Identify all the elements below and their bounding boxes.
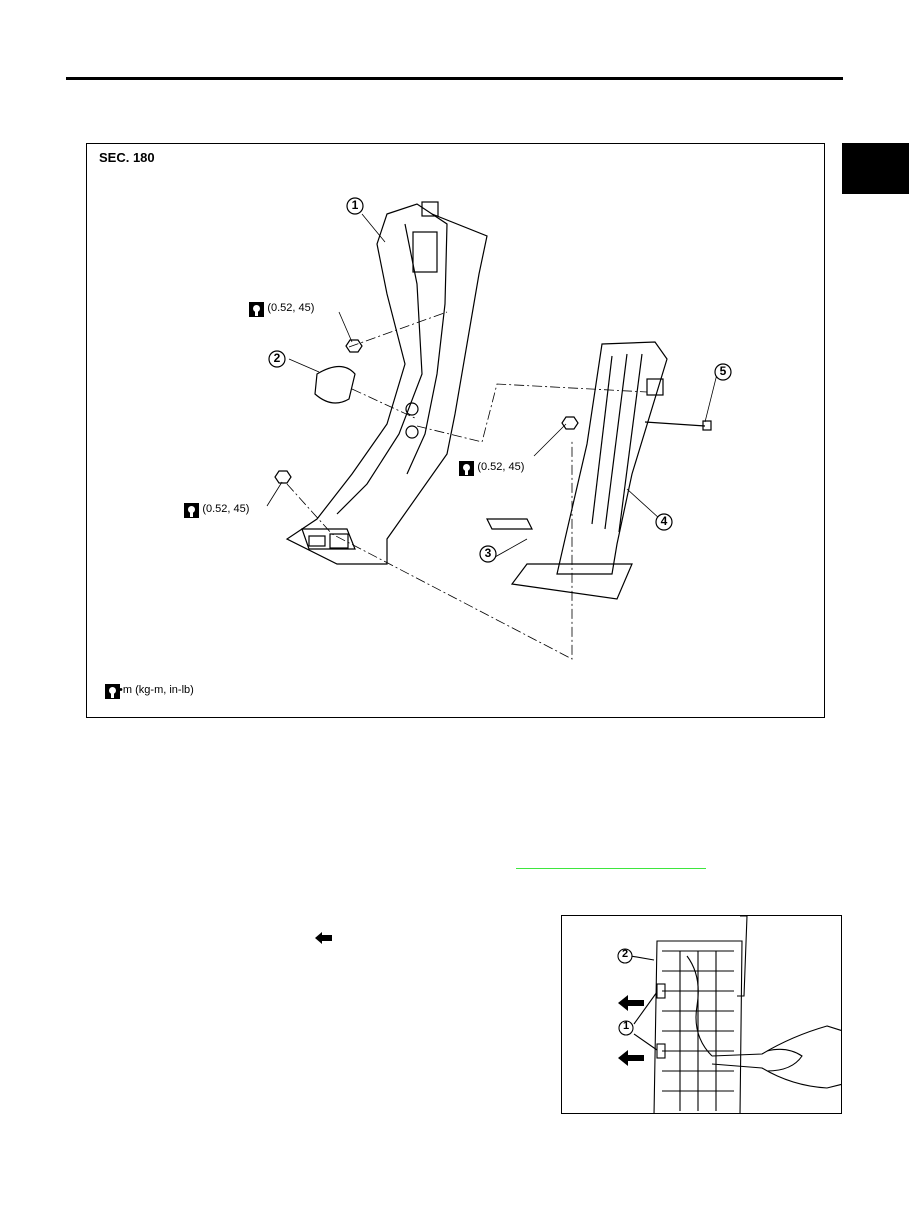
pedal-grid-outline <box>653 940 743 1113</box>
bolt-centerline <box>416 383 648 443</box>
detail-callout-1: 1 <box>622 1020 630 1032</box>
torque-wrench-icon <box>105 684 120 699</box>
upper-torque-label: 5.1 (0.52, 45) <box>249 302 315 317</box>
callout-1: 1 <box>351 198 359 212</box>
left-arrow-icon <box>315 932 332 944</box>
section-tab <box>842 143 909 194</box>
pedal-rib-2 <box>604 353 628 530</box>
left-arrow-icon <box>618 1050 644 1066</box>
stopper-centerline <box>351 388 418 420</box>
bracket-foot-hole-2 <box>308 535 326 547</box>
pedal-spring <box>686 955 713 1057</box>
callout-1-leaders <box>633 991 658 1051</box>
callout-3: 3 <box>484 546 492 560</box>
hinge-pin <box>405 402 419 416</box>
clip-lower <box>656 1043 666 1059</box>
torque-legend: : N•m (kg-m, in-lb) <box>105 684 194 699</box>
header-rule <box>66 77 843 80</box>
clip-removal-drawing <box>617 916 841 1113</box>
callout-2: 2 <box>273 351 281 365</box>
clip-upper <box>656 983 666 999</box>
upper-torque-leader <box>338 311 353 343</box>
bracket-inner-edge-2 <box>406 213 448 475</box>
bracket-inner-edge <box>336 223 423 515</box>
pedal-bolt-head <box>702 420 712 431</box>
bracket-foot-hole <box>329 533 349 549</box>
callout-5-circle <box>714 363 732 381</box>
accelerator-pedal-exploded-figure: SEC. 180 <box>86 143 825 718</box>
reference-link-underline[interactable] <box>516 868 706 869</box>
callout-4-circle <box>655 513 673 531</box>
callout-3-leader <box>494 538 528 558</box>
pedal-assembly-drawing <box>266 197 732 660</box>
pedal-torque-label: 5.1 (0.52, 45) <box>459 461 525 476</box>
callout-4-leader <box>626 488 661 520</box>
pedal-torque-leader <box>533 423 567 457</box>
pedal-nut <box>561 416 579 430</box>
callout-5: 5 <box>719 364 727 378</box>
upper-nut <box>345 339 363 353</box>
section-code: SEC. 180 <box>99 150 155 165</box>
lower-centerline <box>286 439 573 660</box>
torque-wrench-icon <box>249 302 264 317</box>
lower-nut <box>274 470 292 484</box>
torque-wrench-icon <box>459 461 474 476</box>
pedal-bolt-bracket <box>646 378 664 396</box>
detail-callout-2-circle <box>617 948 633 964</box>
pedal-torque-value: 5.1 (0.52, 45) <box>459 461 525 473</box>
detail-callout-1-circle <box>618 1020 634 1036</box>
pliers-pivot <box>766 1048 803 1072</box>
upper-nut-centerline <box>348 311 448 348</box>
callout-1-leader <box>361 213 386 243</box>
bracket-top-connector <box>421 201 439 217</box>
callout-2-leader <box>288 358 320 373</box>
pliers-jaws <box>711 1025 841 1089</box>
lower-torque-label: 5.1 (0.52, 45) <box>184 503 250 518</box>
hinge-pin-2 <box>405 425 419 439</box>
callout-5-leader <box>704 373 718 423</box>
callout-3-circle <box>479 545 497 563</box>
detail-callout-2: 2 <box>621 948 629 960</box>
callout-2-circle <box>268 350 286 368</box>
left-arrow-icon <box>618 995 644 1011</box>
pedal-arm-edge <box>737 916 748 997</box>
torque-legend-text: : N•m (kg-m, in-lb) <box>105 684 194 696</box>
pedal-arm-outline <box>556 341 668 575</box>
pedal-bolt-shaft <box>644 421 706 427</box>
pedal-base-plate <box>510 563 633 600</box>
pedal-bracket-outline <box>285 203 488 565</box>
lower-torque-value: 5.1 (0.52, 45) <box>184 503 250 515</box>
torque-wrench-icon <box>184 503 199 518</box>
pedal-pad-plate <box>486 518 533 530</box>
upper-torque-value: 5.1 (0.52, 45) <box>249 302 315 314</box>
clip-removal-figure: 2 1 <box>561 915 842 1114</box>
lower-torque-leader <box>266 481 283 507</box>
pedal-rib-3 <box>618 353 643 533</box>
pedal-rib-1 <box>591 355 613 525</box>
callout-4: 4 <box>660 514 668 528</box>
bracket-sensor-housing <box>412 231 438 273</box>
pedal-stopper <box>314 365 356 404</box>
bracket-foot-left <box>301 528 356 550</box>
callout-1-circle <box>346 197 364 215</box>
